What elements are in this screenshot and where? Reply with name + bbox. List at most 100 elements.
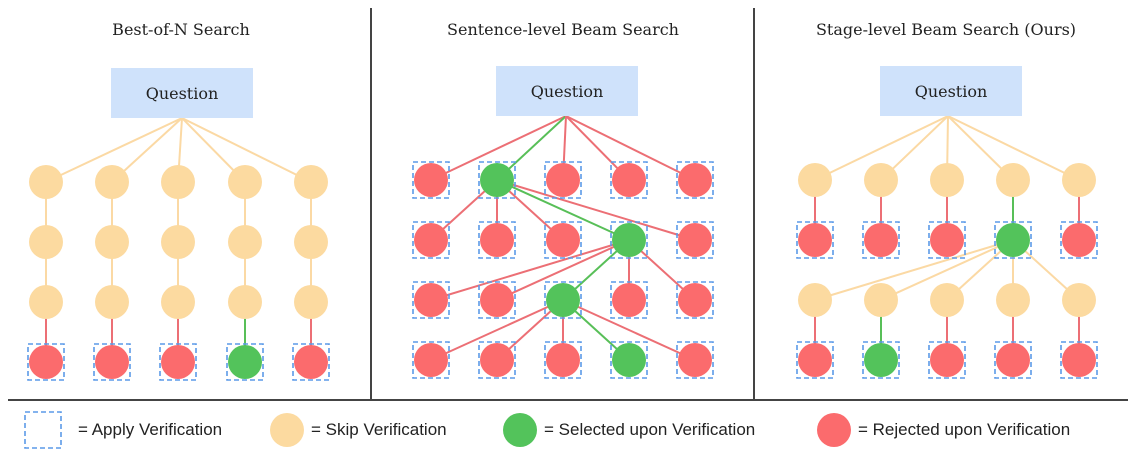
question-box-best-of-n: Question [111,68,253,118]
verification-box [93,343,131,381]
skipped-node [294,285,328,319]
verification-box [478,221,516,259]
edge-skip [947,115,1080,181]
selected-node [228,345,262,379]
rejected-node [480,343,514,377]
rejected-node [414,283,448,317]
selected-node [480,163,514,197]
verification-box [994,221,1032,259]
skipped-node [228,285,262,319]
verification-box [676,341,714,379]
skipped-node [864,283,898,317]
skipped-node [161,165,195,199]
verification-box [928,341,966,379]
verification-box [796,221,834,259]
skipped-node [29,285,63,319]
edge-rej [565,115,696,181]
edge-rej [430,299,564,361]
skipped-node [930,283,964,317]
edge-skip [880,239,1014,301]
edge-sel [496,179,630,241]
panel-title-stage-level: Stage-level Beam Search (Ours) [815,20,1077,39]
verification-box [676,281,714,319]
selected-node [612,223,646,257]
rejected-node [161,345,195,379]
skipped-node [161,225,195,259]
verification-box [412,341,450,379]
rejected-node [546,163,580,197]
skipped-node [1062,163,1096,197]
rejected-node [414,343,448,377]
rejected-node [930,223,964,257]
verification-box [544,221,582,259]
verification-box [796,341,834,379]
legend-skip-verification: = Skip Verification [311,420,447,439]
skipped-node [996,283,1030,317]
question-box-sentence-level: Question [496,66,638,116]
verification-box [676,221,714,259]
verification-box [610,161,648,199]
rejected-node [817,413,851,447]
verification-box [544,281,582,319]
verification-box [610,341,648,379]
verification-box [862,221,900,259]
skipped-node [294,165,328,199]
verification-box [610,221,648,259]
skipped-node [996,163,1030,197]
skipped-node [161,285,195,319]
skipped-node [270,413,304,447]
verification-box [478,161,516,199]
skipped-node [29,225,63,259]
verification-box [544,341,582,379]
edge-rej [496,239,630,301]
verification-box [1060,221,1098,259]
rejected-node [294,345,328,379]
edge-skip [814,115,949,181]
rejected-node [930,343,964,377]
verification-box [292,343,330,381]
skipped-node [864,163,898,197]
legend-selected: = Selected upon Verification [544,420,756,439]
rejected-node [678,283,712,317]
verification-box [226,343,264,381]
verification-box [610,281,648,319]
rejected-node [414,223,448,257]
rejected-node [678,223,712,257]
rejected-node [1062,223,1096,257]
selected-node [864,343,898,377]
rejected-node [480,283,514,317]
rejected-node [480,223,514,257]
verification-box [544,161,582,199]
edge-rej [562,299,696,361]
skipped-node [228,225,262,259]
rejected-node [678,343,712,377]
skipped-node [798,283,832,317]
edge-skip [814,239,1014,301]
selected-node [503,413,537,447]
verification-box [928,221,966,259]
question-box-stage-level: Question [880,66,1022,116]
rejected-node [612,163,646,197]
legend-rejected: = Rejected upon Verification [858,420,1071,439]
skipped-node [930,163,964,197]
skipped-node [798,163,832,197]
edge-rej [430,239,630,301]
selected-node [996,223,1030,257]
selected-node [546,283,580,317]
rejected-node [95,345,129,379]
rejected-node [546,343,580,377]
rejected-node [864,223,898,257]
verification-box [412,161,450,199]
verification-box [412,221,450,259]
rejected-node [996,343,1030,377]
legend-apply-verification: = Apply Verification [78,420,223,439]
verification-box [676,161,714,199]
rejected-node [414,163,448,197]
verification-box [994,341,1032,379]
rejected-node [798,343,832,377]
panel-title-best-of-n: Best-of-N Search [112,20,250,39]
skipped-node [294,225,328,259]
verification-box [862,341,900,379]
